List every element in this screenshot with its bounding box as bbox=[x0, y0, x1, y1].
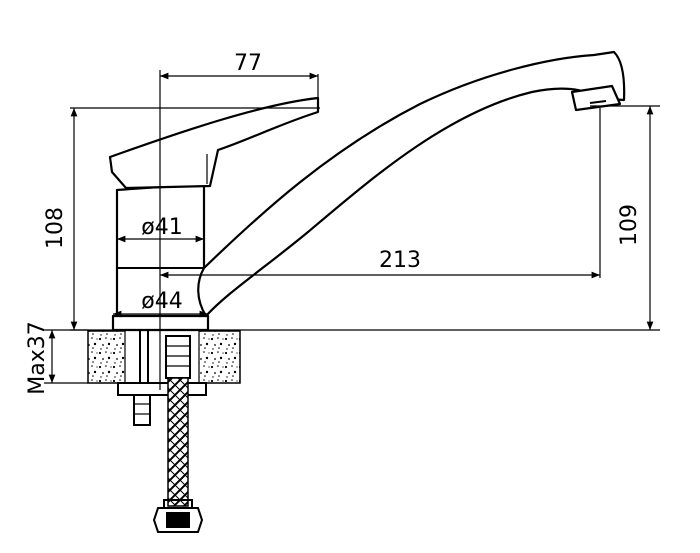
spout bbox=[197, 50, 626, 318]
dim-base-diameter: ø44 bbox=[141, 289, 182, 314]
dimension-lines bbox=[48, 72, 654, 383]
dim-body-height: 108 bbox=[43, 207, 68, 249]
dim-spout-reach: 213 bbox=[379, 248, 421, 273]
mounting-hardware bbox=[117, 331, 207, 426]
dim-spout-height: 109 bbox=[617, 204, 642, 246]
dim-upper-diameter: ø41 bbox=[141, 215, 182, 240]
countertop bbox=[87, 330, 241, 384]
dim-mount-thickness: Max37 bbox=[25, 321, 50, 394]
lever-handle bbox=[108, 96, 320, 190]
flexible-hose bbox=[152, 335, 204, 533]
dim-handle-width: 77 bbox=[234, 51, 262, 76]
